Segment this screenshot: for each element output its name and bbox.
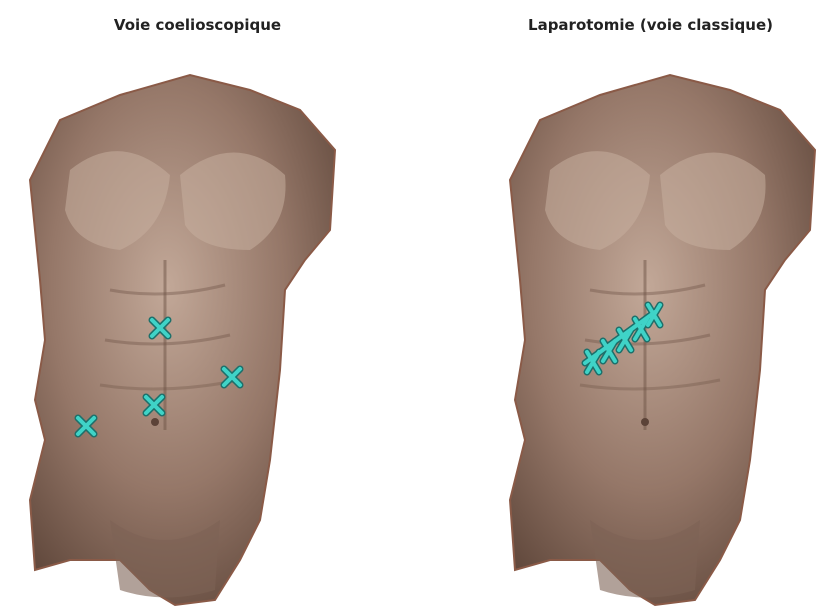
navel (151, 418, 159, 426)
navel (641, 418, 649, 426)
torso-body (510, 75, 815, 605)
panel-coelioscopy: Voie coelioscopique (0, 0, 415, 612)
panel-laparotomy: Laparotomie (voie classique) (415, 0, 830, 612)
torso-illustration-right (415, 0, 830, 612)
torso-illustration-left (0, 0, 415, 612)
torso-body (30, 75, 335, 605)
